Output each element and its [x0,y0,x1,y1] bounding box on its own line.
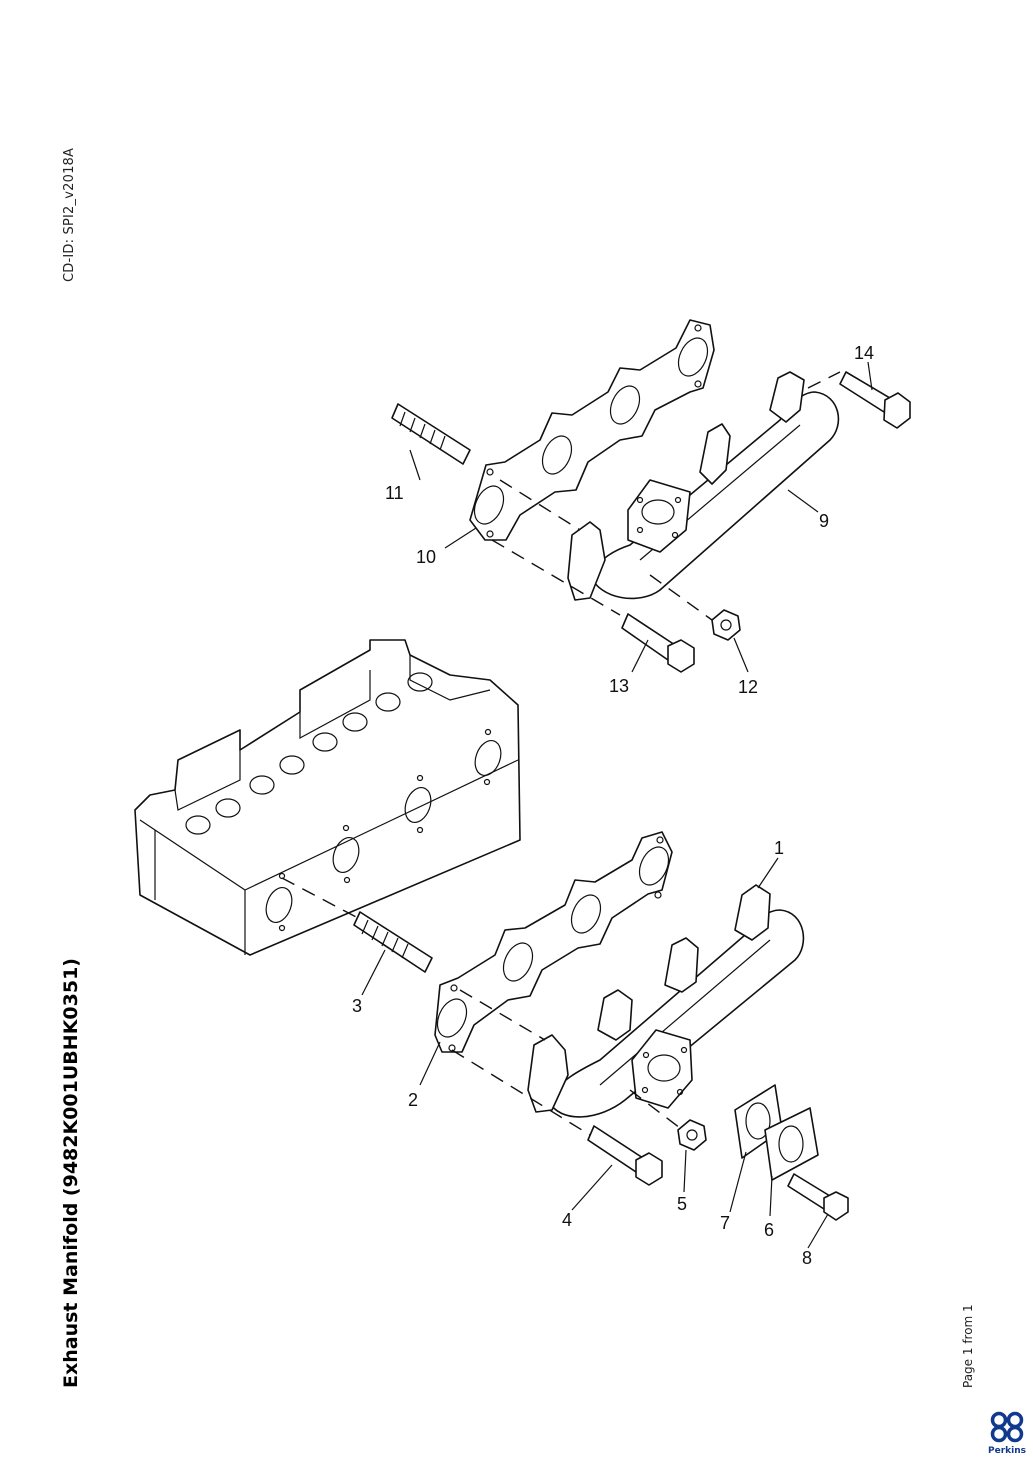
callout-12: 12 [738,677,758,697]
callout-9: 9 [819,511,829,531]
upper-gasket [469,319,715,541]
lower-bolt-8 [787,1173,849,1221]
cylinder-head [134,639,521,956]
lower-gasket [434,831,673,1053]
upper-stud [391,403,471,465]
upper-leader-lines [409,361,873,673]
lower-bolt-4 [587,1125,663,1186]
callout-14: 14 [854,343,874,363]
callout-5: 5 [677,1194,687,1214]
lower-leader-lines [361,857,829,1249]
callout-11: 11 [385,483,404,503]
flange-plate-6 [764,1107,819,1181]
upper-bolt-13 [621,613,695,673]
callout-13: 13 [609,676,629,696]
lower-nut-5 [677,1119,707,1151]
callout-2: 2 [408,1090,418,1110]
callout-6: 6 [764,1220,774,1240]
upper-manifold [567,371,840,601]
callout-10: 10 [416,547,436,567]
callout-3: 3 [352,996,362,1016]
callout-4: 4 [562,1210,572,1230]
perkins-logo-icon [990,1411,1024,1443]
lower-stud [353,911,433,973]
callout-7: 7 [720,1213,730,1233]
callout-8: 8 [802,1248,812,1268]
lower-manifold [527,884,805,1118]
upper-bolt-14 [839,371,911,429]
logo-text: Perkins [988,1446,1026,1456]
upper-nut-12 [711,609,741,641]
callout-1: 1 [774,838,784,858]
